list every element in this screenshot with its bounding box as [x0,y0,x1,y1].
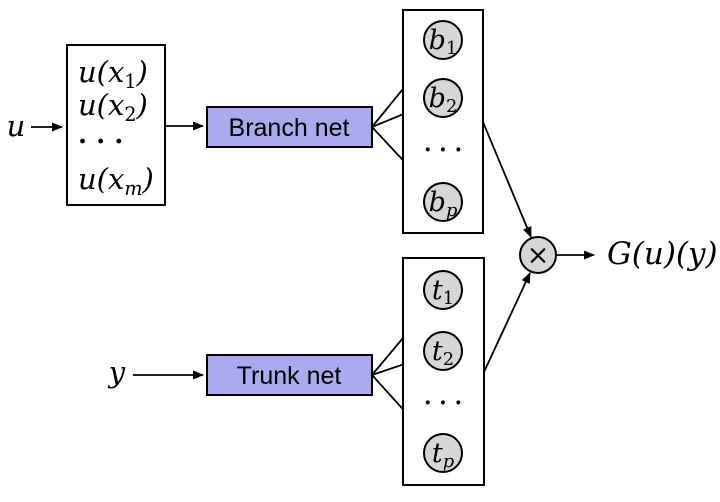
trunk-ellipsis: · · · [424,390,462,416]
trunk-node-t1 [423,270,463,310]
input-y-label: y [107,355,126,389]
trunk-net-box [206,354,373,396]
branch-ellipsis: · · · [424,137,462,163]
branch-node-b1 [423,20,463,60]
branch-node-b2 [423,78,463,118]
branch-net-label: Branch net [229,114,350,142]
branch-node-bp-label: bp [429,187,458,221]
branch-node-b2-label: b2 [429,83,458,117]
trunk-node-t2-label: t2 [432,336,454,370]
trunk-node-t2 [423,331,463,371]
sensor-values-box [66,44,166,206]
input-u-label: u [7,109,26,143]
branch-net-box [206,106,373,148]
trunk-node-t1-label: t1 [432,275,454,309]
trunk-net-label: Trunk net [237,362,342,390]
multiply-operator-label: × [527,240,550,271]
sensor-value-m: u(xm) [78,162,154,200]
arrow-trunk-outputs-to-multiply [483,272,531,373]
branch-node-b1-label: b1 [429,25,458,59]
sensor-ellipsis: · · · [78,127,123,157]
trunk-node-tp-label: tp [432,438,454,472]
trunk-node-tp [423,433,463,473]
output-label: G(u)(y) [607,236,718,272]
arrow-branch-outputs-to-multiply [482,121,532,238]
sensor-value-2: u(x2) [78,88,148,126]
branch-node-bp [423,182,463,222]
sensor-value-1: u(x1) [78,55,148,93]
